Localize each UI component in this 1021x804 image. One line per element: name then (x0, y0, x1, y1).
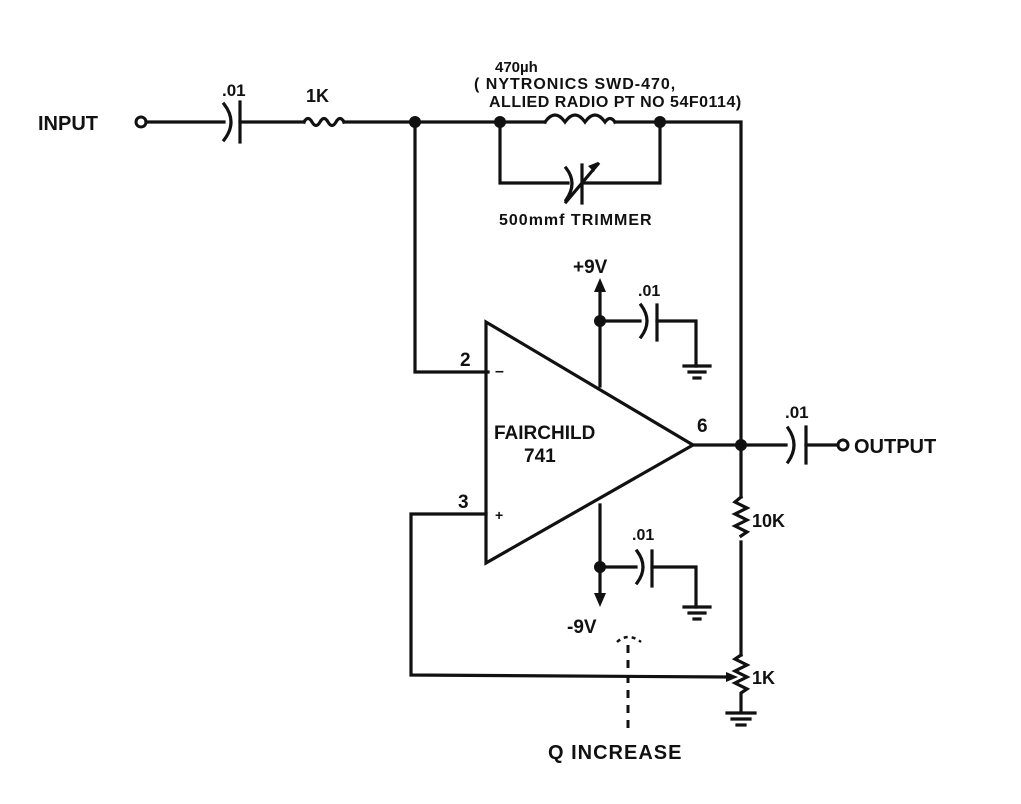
wire-trimmer-right (582, 120, 662, 185)
wire-noninverting-wiper (409, 512, 728, 679)
neg-supply-label: -9V (567, 617, 597, 638)
pin-3-label: 3 (458, 492, 469, 513)
pin-6-label: 6 (697, 416, 708, 437)
output-label: OUTPUT (854, 436, 936, 458)
ground-icon (682, 605, 712, 621)
input-cap-value: .01 (222, 81, 246, 100)
pos-supply-arrow-icon (594, 278, 606, 292)
feedback-res-value: 10K (752, 511, 785, 531)
inductor-value: 470µh (495, 59, 538, 76)
inductor (542, 113, 618, 125)
output-cap-value: .01 (785, 403, 809, 422)
neg-supply-arrow-icon (594, 593, 606, 607)
input-res-value: 1K (306, 86, 329, 106)
output-terminal (836, 438, 850, 452)
neg-bypass-capacitor (634, 548, 654, 588)
feedback-resistor-10k (731, 494, 751, 539)
noninverting-sign: + (495, 507, 503, 523)
input-resistor (301, 116, 347, 128)
wire-feedback-rail (658, 120, 743, 447)
wire-pos-bypass-gnd (655, 319, 698, 368)
ground-icon (725, 711, 757, 727)
inductor-part-line2: ALLIED RADIO PT NO 54F0114) (489, 94, 742, 111)
input-label: INPUT (38, 113, 98, 135)
pos-bypass-capacitor (638, 302, 659, 342)
pot-value: 1K (752, 668, 775, 688)
opamp-label-line2: 741 (524, 446, 556, 467)
opamp-triangle (484, 319, 697, 566)
output-capacitor (785, 425, 808, 465)
wire-neg-bypass-gnd (650, 565, 698, 609)
input-capacitor (221, 100, 242, 144)
pin-2-label: 2 (460, 350, 471, 371)
inverting-sign: – (495, 363, 504, 380)
inductor-part-line1: ( NYTRONICS SWD-470, (474, 76, 676, 93)
trimmer-label: 500mmf TRIMMER (499, 212, 653, 229)
q-increase-label: Q INCREASE (548, 742, 682, 764)
wire-inverting-feedback (413, 120, 490, 374)
pos-bypass-cap-value: .01 (638, 283, 660, 300)
trimmer-capacitor (563, 161, 601, 205)
opamp-label-line1: FAIRCHILD (494, 423, 595, 444)
neg-bypass-cap-value: .01 (632, 527, 654, 544)
wiper-arrow-icon (726, 672, 738, 682)
pos-supply-label: +9V (573, 257, 608, 278)
wire-trimmer-left (498, 120, 570, 185)
q-increase-arrow-icon (616, 635, 642, 644)
ground-icon (682, 364, 712, 380)
potentiometer-1k[interactable] (731, 652, 751, 713)
